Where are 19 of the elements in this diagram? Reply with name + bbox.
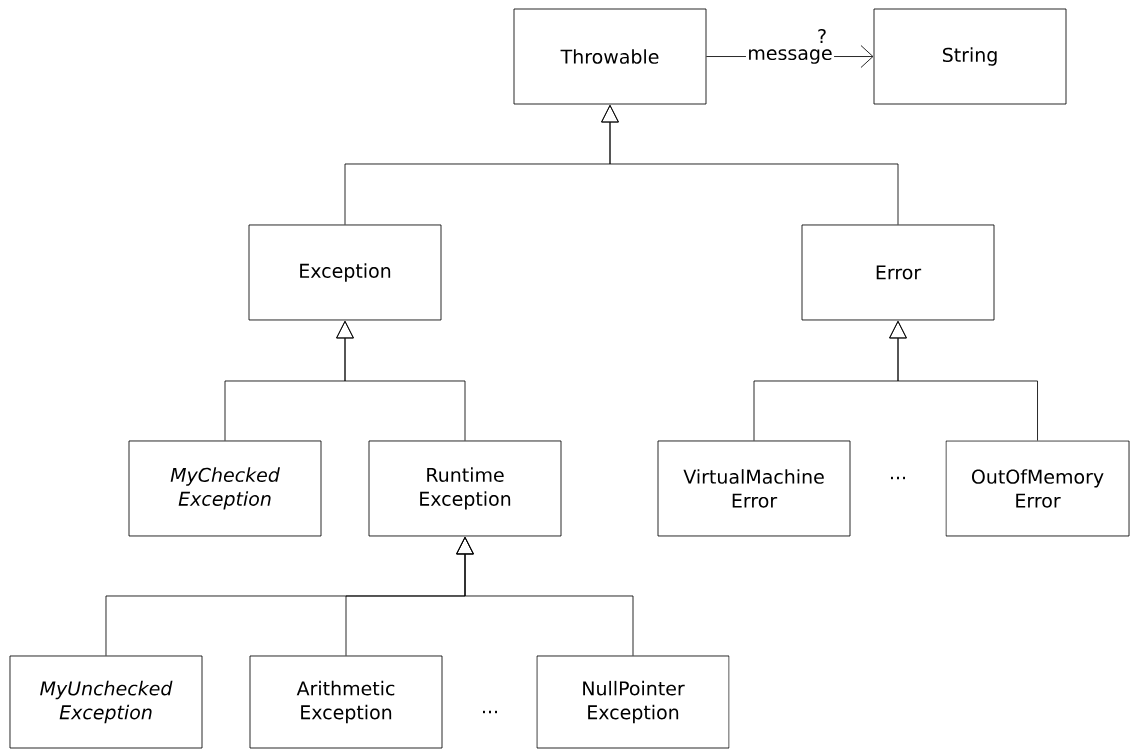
class-box: MyChecked Exception	[128, 440, 322, 537]
multiplicity-label: ?	[818, 28, 826, 44]
generalization-arrow	[456, 536, 634, 656]
ellipsis: ...	[891, 476, 905, 480]
edge-label: message	[749, 49, 832, 64]
generalization-arrow	[336, 320, 466, 441]
class-box: NullPointer Exception	[536, 655, 730, 749]
class-box: OutOfMemory Error	[945, 440, 1130, 537]
class-box: MyUnchecked Exception	[9, 655, 203, 749]
class-box: Exception	[248, 224, 442, 321]
class-box: Error	[801, 224, 995, 321]
class-box: VirtualMachine Error	[657, 440, 851, 537]
class-box: String	[873, 8, 1067, 105]
class-box: Arithmetic Exception	[249, 655, 443, 749]
class-box: Runtime Exception	[368, 440, 562, 537]
class-box: Throwable	[513, 8, 707, 105]
generalization-arrow	[889, 320, 1038, 441]
ellipsis: ...	[483, 710, 497, 714]
generalization-arrow	[601, 104, 899, 225]
